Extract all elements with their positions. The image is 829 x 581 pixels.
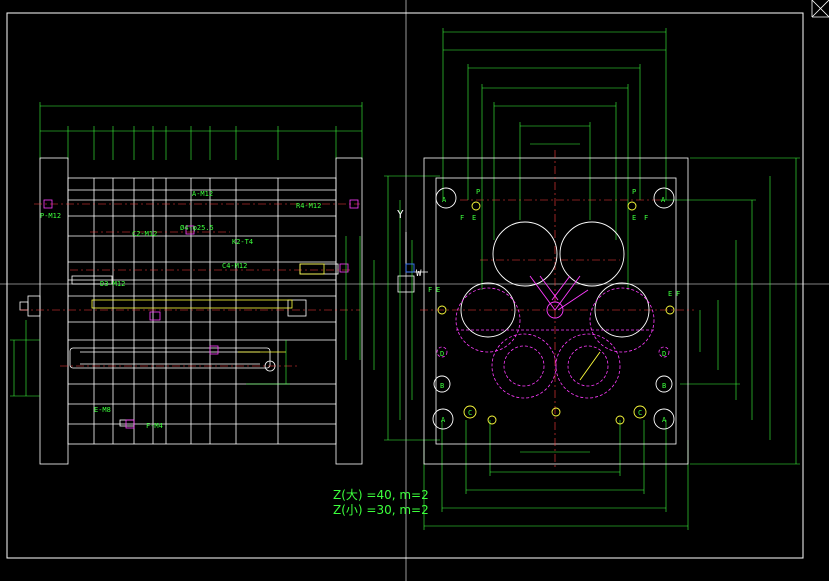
plate-plan-view[interactable]: Y W A A P P F E E F F E E F D D B B A A … [384,28,800,530]
section-label: Ø4-φ25.5 [180,224,214,232]
plate-label: F [644,214,648,222]
plate-label: E [668,290,672,298]
ucs-y-label: Y [397,208,404,221]
plate-label: F [428,286,432,294]
plate-label: D [440,350,444,358]
plate-label: E [632,214,636,222]
section-label: C4-M12 [222,262,247,270]
mold-section-view[interactable]: A-M12 P-M12 C2-M12 R4-M12 Ø4-φ25.5 K2-T4… [10,102,375,465]
section-label: C2-M12 [132,230,157,238]
plate-label: E [436,286,440,294]
plate-label: E [472,214,476,222]
gear-note-small: Z(小) =30, m=2 [333,503,429,517]
plate-label: F [460,214,464,222]
section-label: D3-M12 [100,280,125,288]
section-label: A-M12 [192,190,213,198]
plate-label: B [440,382,444,390]
plate-label: B [662,382,666,390]
section-label: R4-M12 [296,202,321,210]
cursor-box [397,275,415,293]
section-label: K2-T4 [232,238,253,246]
plate-label: A [442,196,447,204]
plate-label: D [662,350,666,358]
section-label: F-M4 [146,422,163,430]
plate-label: C [638,409,642,417]
section-label: E-M8 [94,406,111,414]
ucs-w-label: W [416,269,422,279]
plate-label: A [661,196,666,204]
sheet-frame [6,12,804,559]
plate-label: A [662,416,667,424]
gear-note-large: Z(大) =40, m=2 [333,488,429,502]
corner-mark [811,0,829,18]
plate-label: C [468,409,472,417]
section-label: P-M12 [40,212,61,220]
plate-label: P [476,188,480,196]
plate-label: F [676,290,680,298]
plate-label: A [441,416,446,424]
plate-label: P [632,188,636,196]
